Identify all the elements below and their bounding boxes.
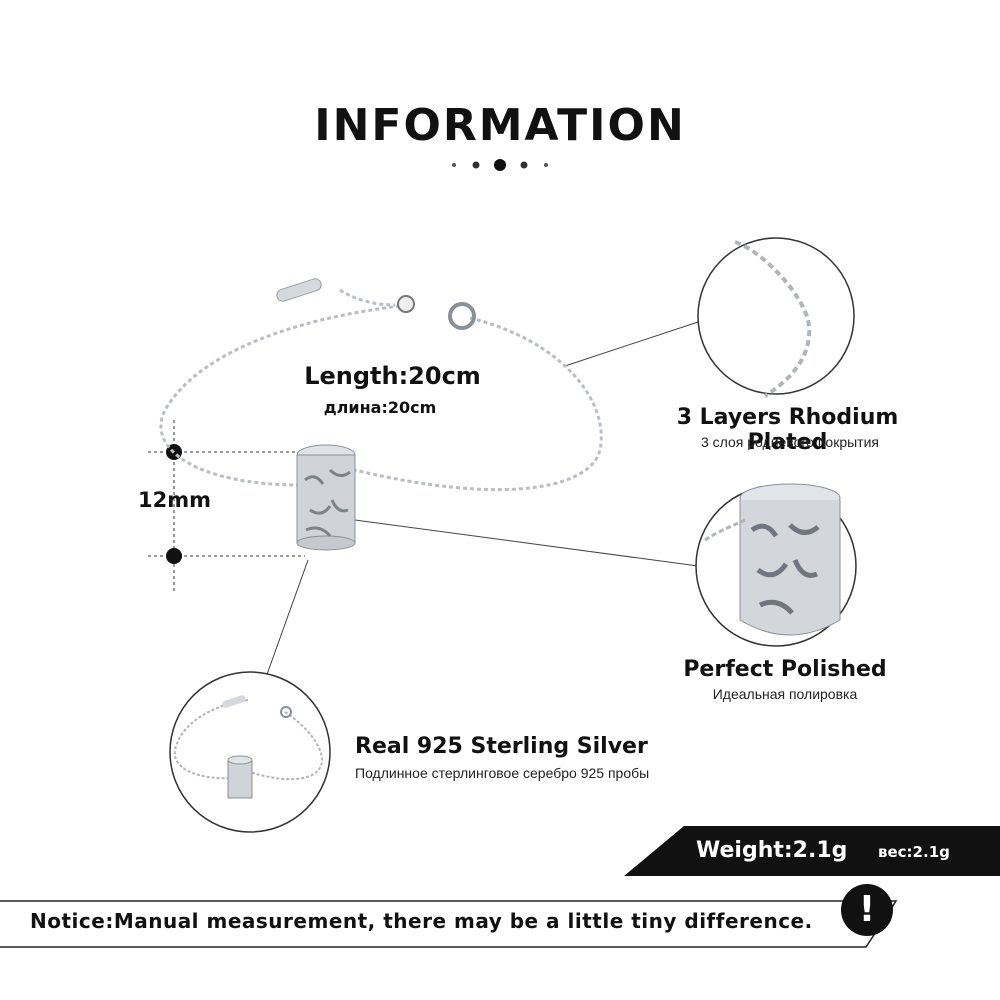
bracelet-chain [159,288,603,492]
zoom-pendant-detail [704,483,841,636]
title-dots [452,159,548,171]
pendant [296,444,356,551]
weight-banner [624,826,1000,876]
zoom-overview-detail [173,695,324,799]
zoom-chain-detail [734,240,812,398]
length-label: Length:20cm [304,362,481,390]
measure-dot-bottom [166,548,182,564]
feature-title-silver: Real 925 Sterling Silver [355,734,648,759]
feature-subtitle-polished: Идеальная полировка [712,686,858,702]
zoom-circle-chain [697,237,855,395]
page-title: INFORMATION [314,100,686,151]
length-label-ru: длина:20cm [323,398,437,417]
bracelet-clasp [448,302,476,330]
weight-label-ru: вес:2.1g [878,843,950,861]
bracelet-tag [276,278,322,302]
connector-line-pendant [354,519,699,567]
connector-line-chain [564,321,699,367]
notice-text: Notice:Manual measurement, there may be … [30,909,813,933]
zoom-circle-overview [169,671,331,833]
feature-title-polished: Perfect Polished [683,657,887,682]
feature-title-rhodium: 3 Layers Rhodium Plated [676,405,899,455]
bracelet-ring [397,295,415,313]
height-label: 12mm [138,488,211,512]
weight-label: Weight:2.1g [696,838,848,863]
feature-subtitle-rhodium: 3 слоя родиевого покрытия [701,434,879,450]
feature-subtitle-silver: Подлинное стерлинговое серебро 925 пробы [355,765,650,781]
connector-line-overview [264,559,309,681]
exclamation-icon: ! [841,884,893,936]
